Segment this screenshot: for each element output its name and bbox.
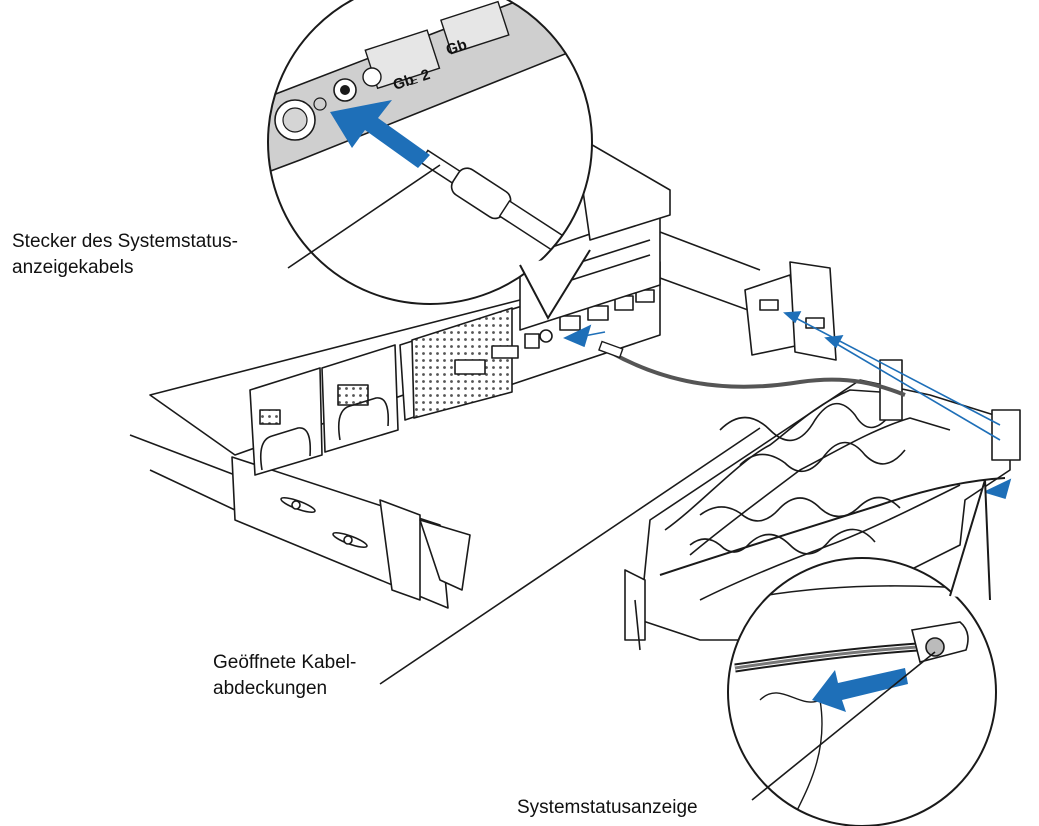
svg-text:Gb: Gb (391, 71, 416, 94)
leader-lines (287, 164, 936, 801)
cable-management-arm (624, 359, 1021, 651)
server-chassis (129, 134, 671, 609)
connector-inset: Gb = 2 Gb (267, 0, 593, 321)
callout-indicator-label: Systemstatusanzeige (517, 795, 698, 821)
callout-plug-line1: Stecker des Systemstatus- (12, 231, 238, 252)
routing-arrows (563, 311, 1012, 500)
status-indicator-cable (598, 340, 906, 397)
svg-text:Gb: Gb (444, 36, 469, 59)
callout-covers-label: Geöffnete Kabel- abdeckungen (213, 650, 356, 702)
callout-plug-line2: anzeigekabels (12, 257, 134, 278)
callout-indicator-line1: Systemstatusanzeige (517, 797, 698, 818)
insert-arrow-icon (330, 100, 430, 168)
leader-covers (379, 427, 761, 685)
svg-text:=: = (408, 73, 420, 90)
rail-bracket (659, 231, 837, 361)
leader-plug (287, 164, 441, 269)
port-label-b: Gb (444, 36, 469, 59)
pull-arrow-icon (812, 668, 908, 712)
callout-covers-line1: Geöffnete Kabel- (213, 652, 357, 673)
callout-plug-label: Stecker des Systemstatus- anzeigekabels (12, 229, 238, 281)
status-indicator-icon (925, 637, 945, 657)
port-label-a: Gb (391, 71, 416, 94)
leader-indicator (751, 651, 936, 801)
callout-covers-line2: abdeckungen (213, 678, 328, 699)
